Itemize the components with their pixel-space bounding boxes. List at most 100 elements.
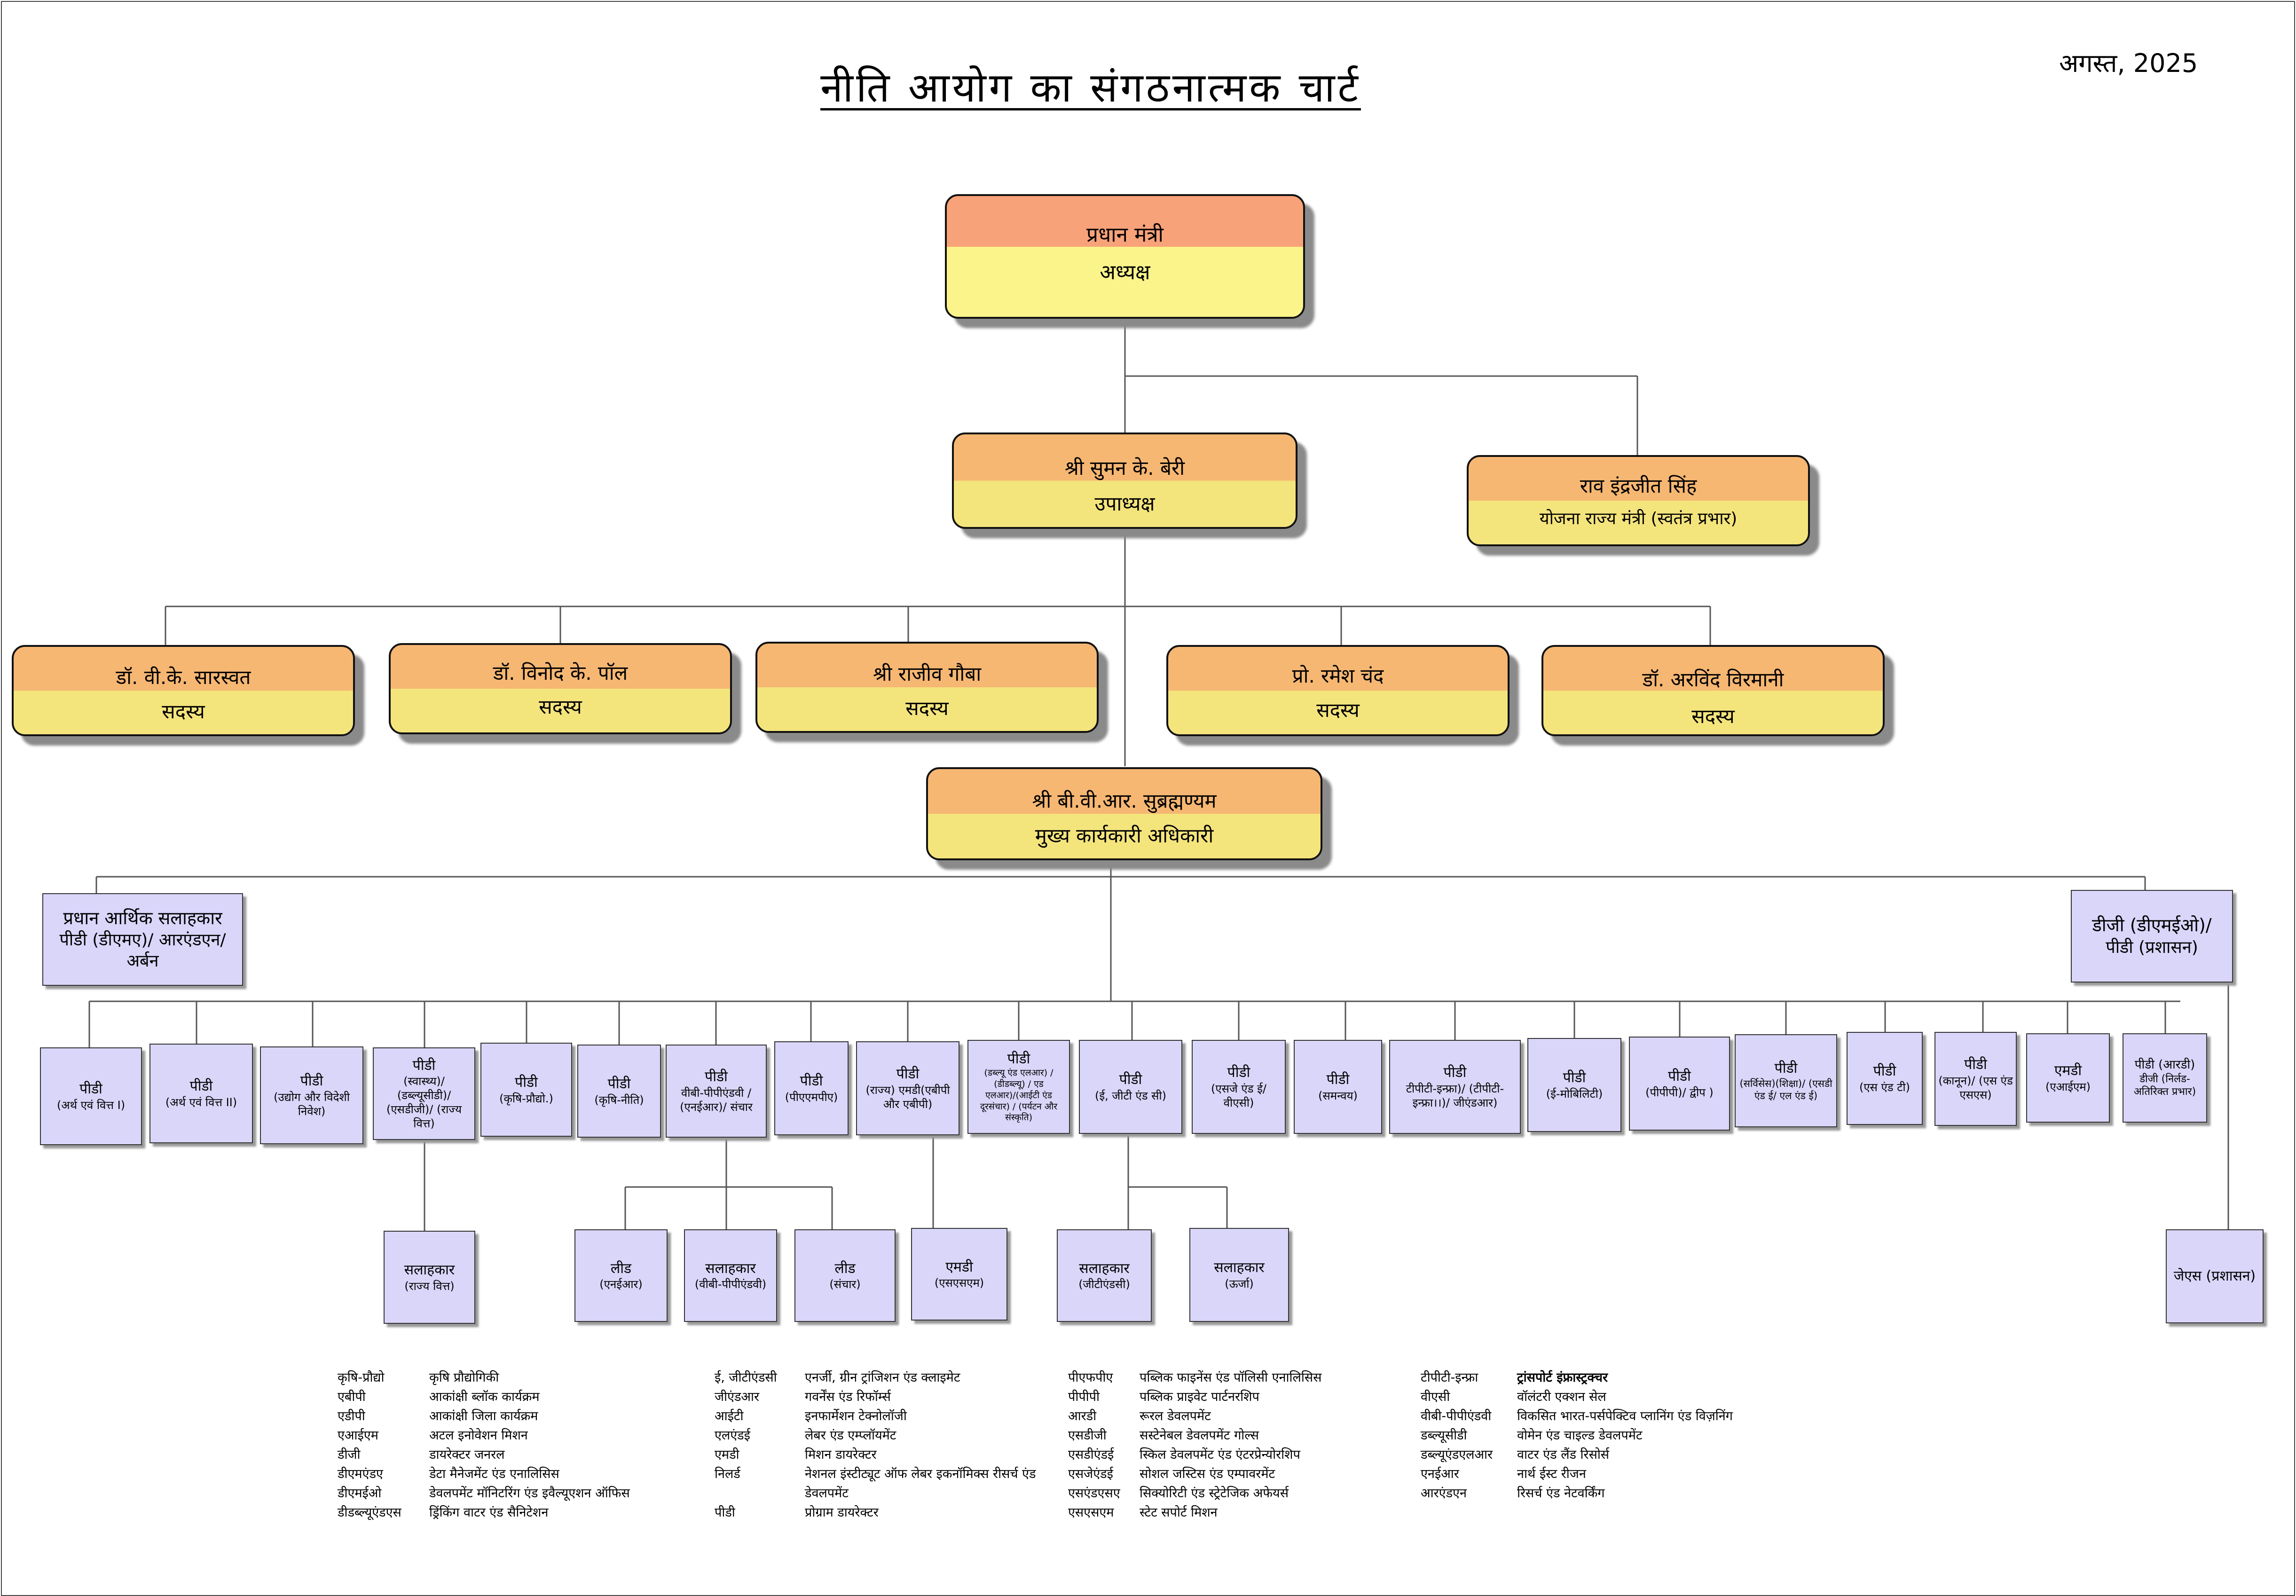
legend-abbr: डब्ल्यूएंडएलआर — [1421, 1447, 1493, 1462]
box-line-2: (एनईआर) — [599, 1278, 643, 1291]
legend-row: एसडीजीसस्टेनेबल डेवलपमेंट गोल्स — [1068, 1426, 1321, 1445]
division-box: पीडी (समन्वय) — [1294, 1040, 1382, 1134]
box-line-2: (ई, जीटी एंड सी) — [1095, 1089, 1166, 1102]
sub-unit-box: लीड (एनईआर) — [574, 1229, 668, 1322]
box-line-2: (एस एंड टी) — [1859, 1080, 1910, 1094]
box-line-1: पीडी — [1873, 1063, 1896, 1080]
legend-abbr: टीपीटी-इन्फ्रा — [1421, 1370, 1478, 1385]
box-line-1: पीडी — [1119, 1071, 1142, 1088]
box-line-1: पीडी — [1964, 1056, 1987, 1073]
division-box: पीडी (कृषि-प्रौद्यो.) — [480, 1043, 572, 1137]
legend-full: रिसर्च एंड नेटवर्किंग — [1517, 1486, 1605, 1501]
box-line-2: (वीबी-पीपीएंडवी) — [694, 1278, 767, 1291]
division-box: एमडी (एआईएम) — [2026, 1033, 2110, 1123]
member-box: श्री राजीव गौबा सदस्य — [755, 642, 1099, 733]
box-line-1: पीडी — [800, 1073, 823, 1090]
legend-full: नेशनल इंस्टीट्यूट ऑफ लेबर इकनॉमिक्स रीसर… — [805, 1467, 1036, 1501]
box-line-1: सलाहकार — [1214, 1259, 1265, 1276]
legend-abbr: आरडी — [1068, 1409, 1097, 1423]
box-line-2: (राज्य वित्त) — [404, 1279, 455, 1293]
vice-chairman-role: उपाध्यक्ष — [1094, 492, 1155, 515]
box-line-2: (कृषि-प्रौद्यो.) — [499, 1092, 553, 1105]
member-name: डॉ. विनोद के. पॉल — [493, 661, 628, 684]
legend-abbr: डब्ल्यूसीडी — [1421, 1428, 1467, 1443]
legend-abbr: जीएंडआर — [715, 1390, 760, 1404]
box-line-2: (उद्योग और विदेशी निवेश) — [274, 1090, 350, 1118]
box-line-2: (संचार) — [829, 1278, 861, 1291]
legend-abbr: एसडीजी — [1068, 1428, 1107, 1443]
box-line-2: पीडी (डीएमए)/ आरएंडएन/ अर्बन — [59, 930, 226, 971]
legend-abbr: निलर्ड — [715, 1467, 740, 1481]
division-box: पीडी (पीपीपी)/ द्वीप ) — [1629, 1037, 1730, 1131]
legend-full: इनफार्मेशन टेक्नोलॉजी — [805, 1409, 907, 1423]
legend-abbr: वीएसी — [1421, 1390, 1450, 1404]
legend-abbr: डीडब्ल्यूएंडएस — [338, 1505, 401, 1520]
box-line-2: (अर्थ एवं वित्त I) — [56, 1098, 126, 1112]
vice-chairman-name: श्री सुमन के. बेरी — [1064, 456, 1185, 480]
box-line-2: (कानून)/ (एस एंड एसएस) — [1938, 1074, 2013, 1101]
legend-full: गवर्नेंस एंड रिफॉर्म्स — [805, 1390, 891, 1404]
legend-full: सिक्योरिटी एंड स्ट्रेटेजिक अफेयर्स — [1140, 1486, 1289, 1501]
box-line-1: सलाहकार — [1079, 1260, 1130, 1277]
legend-full: स्किल डेवलपमेंट एंड एंटरप्रेन्योरशिप — [1140, 1447, 1300, 1462]
box-line-1: डीजी (डीएमईओ)/ — [2092, 915, 2212, 936]
sub-unit-box: सलाहकार (ऊर्जा) — [1189, 1228, 1289, 1322]
box-line-1: पीडी — [79, 1081, 102, 1098]
legend-row: वीबी-पीपीएंडवीविकसित भारत-पर्सपेक्टिव प्… — [1421, 1407, 1738, 1426]
member-name: श्री राजीव गौबा — [873, 662, 982, 685]
box-line-1: पीडी — [189, 1078, 213, 1095]
legend-abbr: डीजी — [338, 1447, 361, 1462]
legend-full: विकसित भारत-पर्सपेक्टिव प्लानिंग एंड विज… — [1517, 1409, 1733, 1423]
sub-unit-box: सलाहकार (वीबी-पीपीएंडवी) — [684, 1229, 777, 1322]
legend-abbr: एबीपी — [338, 1390, 366, 1404]
legend-abbr: पीपीपी — [1068, 1390, 1100, 1404]
legend-full: अटल इनोवेशन मिशन — [429, 1428, 528, 1443]
legend-full: ड्रिंकिंग वाटर एंड सैनिटेशन — [429, 1505, 549, 1520]
division-box: पीडी (राज्य) एमडी(एबीपी और एबीपी) — [856, 1041, 959, 1135]
box-line-2: (पीएएमपीए) — [785, 1090, 838, 1104]
minister-role: योजना राज्य मंत्री (स्वतंत्र प्रभार) — [1539, 509, 1738, 528]
box-line-2: टीपीटी-इन्फ्रा)/ (टीपीटी-इन्फ्रा।।)/ जीए… — [1406, 1082, 1504, 1109]
dg-dmeo-box: डीजी (डीएमईओ)/ पीडी (प्रशासन) — [2071, 890, 2233, 983]
member-box: डॉ. वी.के. सारस्वत सदस्य — [12, 645, 355, 736]
box-line-1: पीडी — [1443, 1064, 1467, 1081]
member-role: सदस्य — [1691, 705, 1735, 728]
legend-row: एबीपीआकांक्षी ब्लॉक कार्यक्रम — [338, 1387, 630, 1407]
box-line-1: पीडी — [607, 1076, 631, 1093]
legend-abbr: डीएमईओ — [338, 1486, 382, 1501]
box-line-1: पीडी — [1326, 1071, 1350, 1088]
legend-row: एडीपीआकांक्षी जिला कार्यक्रम — [338, 1407, 630, 1426]
box-line-1: पीडी — [896, 1066, 920, 1083]
legend-abbr: पीएफपीए — [1068, 1370, 1113, 1385]
legend-abbr: ई, जीटीएंडसी — [715, 1370, 777, 1385]
legend-column: ई, जीटीएंडसीएनर्जी, ग्रीन ट्रांजिशन एंड … — [715, 1368, 1049, 1522]
member-role: सदस्य — [1316, 699, 1360, 722]
legend-full: ट्रांसपोर्ट इंफ्रास्ट्रक्चर — [1517, 1370, 1608, 1385]
box-line-2: (एआईएम) — [2045, 1080, 2091, 1093]
legend-full: मिशन डायरेक्टर — [805, 1447, 877, 1462]
box-line-1: पीडी — [1227, 1064, 1250, 1081]
legend-column: टीपीटी-इन्फ्रा ट्रांसपोर्ट इंफ्रास्ट्रक्च… — [1421, 1368, 1738, 1503]
box-line-2: (जीटीएंडसी) — [1078, 1278, 1130, 1291]
legend-full: प्रोग्राम डायरेक्टर — [805, 1505, 879, 1520]
box-line-2: पीडी (प्रशासन) — [2106, 937, 2198, 957]
legend-full: सोशल जस्टिस एंड एम्पावरमेंट — [1140, 1467, 1275, 1481]
box-line-1: पीडी — [1007, 1050, 1030, 1067]
legend-abbr: कृषि-प्रौद्यो — [338, 1370, 385, 1385]
sub-unit-box: लीड (संचार) — [794, 1229, 896, 1322]
legend-row: डीजीडायरेक्टर जनरल — [338, 1445, 630, 1464]
division-box: पीडी टीपीटी-इन्फ्रा)/ (टीपीटी-इन्फ्रा।।)… — [1389, 1040, 1521, 1134]
division-box: पीडी (कृषि-नीति) — [577, 1045, 661, 1138]
box-line-1: पीडी — [1563, 1069, 1586, 1086]
division-box: पीडी (ई-मोबिलिटी) — [1527, 1038, 1621, 1132]
chairman-role: अध्यक्ष — [1100, 260, 1150, 284]
legend-row: डीडब्ल्यूएंडएस ड्रिंकिंग वाटर एंड सैनिटेश… — [338, 1503, 630, 1522]
